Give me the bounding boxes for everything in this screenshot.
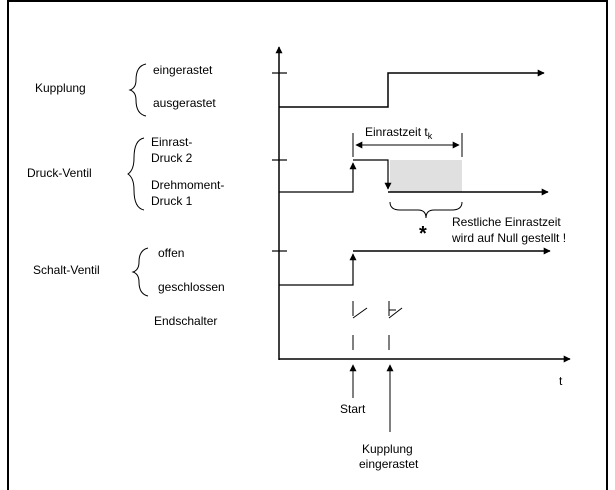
diagram-frame [7, 0, 608, 490]
endschalter-start-blade [352, 307, 368, 319]
endschalter-label: Endschalter [154, 314, 217, 328]
drehmoment-label: Drehmoment- [151, 178, 224, 192]
kupplung-eingerastet-label-1: Kupplung [362, 442, 413, 456]
druck-ventil-label: Druck-Ventil [27, 166, 92, 180]
geschlossen-label: geschlossen [158, 280, 225, 294]
start-label: Start [340, 402, 366, 416]
druck-rise-arrow [279, 162, 357, 193]
restliche-text-1: Restliche Einrastzeit [452, 215, 561, 229]
ausgerastet-label: ausgerastet [153, 96, 216, 110]
t-axis-label: t [559, 374, 563, 388]
remaining-time-area [390, 160, 462, 192]
einrast-label: Einrast- [151, 135, 192, 149]
druck-ventil-brace [127, 137, 145, 211]
endschalter-kupplung-blade [388, 307, 403, 319]
restliche-text-2: wird auf Null gestellt ! [451, 231, 566, 245]
druck1-label: Druck 1 [151, 194, 193, 208]
eingerastet-label: eingerastet [153, 63, 213, 77]
schalt-rise-arrow [279, 253, 357, 286]
kupplung-signal [279, 69, 545, 108]
offen-label: offen [158, 246, 184, 260]
kupplung-label: Kupplung [35, 81, 86, 95]
druck-fall-arrow [353, 159, 392, 190]
kupplung-eingerastet-label-2: eingerastet [359, 457, 419, 471]
schalt-ventil-label: Schalt-Ventil [33, 263, 100, 277]
schalt-ventil-brace [131, 247, 149, 297]
einrastzeit-label: Einrastzeit tk [365, 125, 433, 141]
druck2-label: Druck 2 [151, 151, 193, 165]
asterisk-mark: * [419, 223, 427, 245]
remaining-time-brace [389, 201, 463, 219]
kupplung-brace [128, 63, 147, 117]
